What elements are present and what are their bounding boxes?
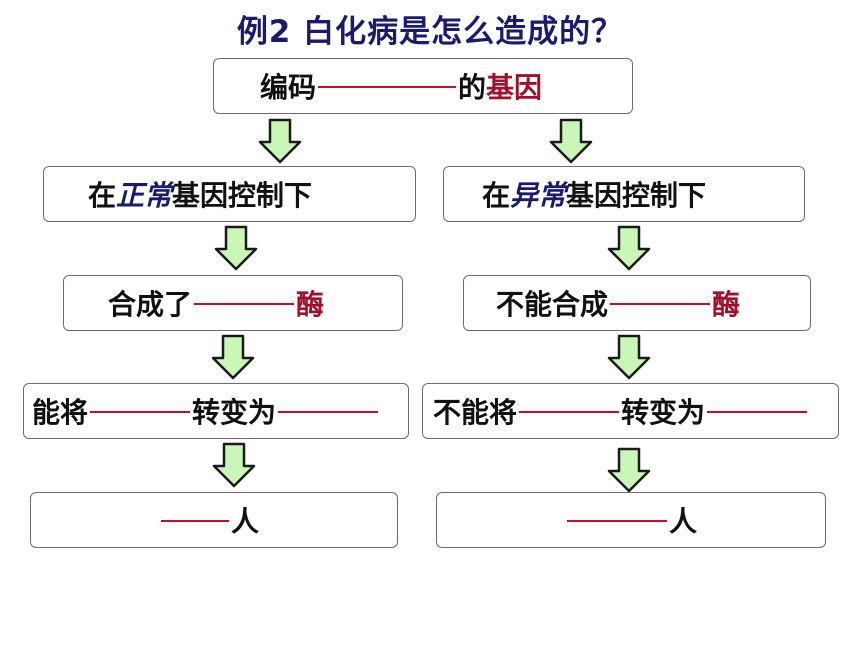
left-row4-suffix: 人 <box>231 505 260 538</box>
left-row3-prefix: 能将 <box>32 396 89 429</box>
left-row3-middle: 转变为 <box>192 396 277 429</box>
right-row2-prefix: 不能合成 <box>496 288 609 321</box>
gene-box: 编码 的 基因 <box>213 58 633 114</box>
down-arrow-icon <box>258 118 302 164</box>
right-row1-italic: 异常 <box>510 179 567 212</box>
left-result-box: 人 <box>30 492 398 548</box>
left-row2-highlight: 酶 <box>296 288 325 321</box>
left-convert-blank-1 <box>90 410 191 413</box>
gene-blank <box>318 85 457 88</box>
right-enzyme-blank <box>610 302 711 305</box>
right-row3-prefix: 不能将 <box>433 396 518 429</box>
down-arrow-icon <box>211 334 255 380</box>
right-convert-blank-1 <box>519 410 620 413</box>
right-row4-suffix: 人 <box>669 505 698 538</box>
right-result-blank <box>567 519 667 522</box>
right-result-box: 人 <box>436 492 826 548</box>
gene-box-prefix: 编码 <box>260 71 317 104</box>
right-row1-prefix: 在 <box>482 179 511 212</box>
left-convert-box: 能将 转变为 <box>23 383 409 439</box>
right-convert-blank-2 <box>707 410 808 413</box>
left-convert-blank-2 <box>278 410 379 413</box>
right-enzyme-box: 不能合成 酶 <box>463 275 811 331</box>
down-arrow-icon <box>607 447 651 493</box>
down-arrow-icon <box>212 442 256 488</box>
right-convert-box: 不能将 转变为 <box>422 383 839 439</box>
down-arrow-icon <box>549 118 593 164</box>
left-row1-italic: 正常 <box>116 179 173 212</box>
left-row1-suffix: 基因控制下 <box>172 179 313 212</box>
left-enzyme-blank <box>194 302 295 305</box>
right-row3-middle: 转变为 <box>621 396 706 429</box>
right-row1-suffix: 基因控制下 <box>566 179 707 212</box>
left-enzyme-box: 合成了 酶 <box>63 275 403 331</box>
down-arrow-icon <box>214 225 258 271</box>
right-abnormal-gene-box: 在 异常 基因控制下 <box>443 166 805 222</box>
down-arrow-icon <box>607 225 651 271</box>
right-row2-highlight: 酶 <box>712 288 741 321</box>
left-result-blank <box>161 519 229 522</box>
left-row2-prefix: 合成了 <box>108 288 193 321</box>
page-title: 例2 白化病是怎么造成的？ <box>236 14 624 50</box>
gene-box-suffix: 的 <box>458 71 487 104</box>
gene-box-highlight: 基因 <box>486 71 543 104</box>
left-normal-gene-box: 在 正常 基因控制下 <box>43 166 416 222</box>
left-row1-prefix: 在 <box>88 179 117 212</box>
down-arrow-icon <box>607 334 651 380</box>
